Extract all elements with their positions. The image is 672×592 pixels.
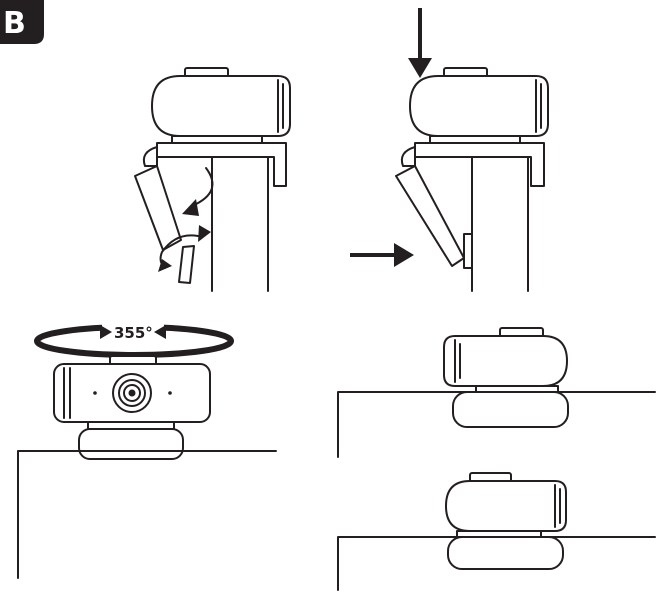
rotate-arrow-left [100,325,112,339]
rotation-degree-label: 355° [114,324,153,342]
webcam-body [445,480,567,532]
fold-arrow-upper [191,167,214,207]
rotate-arrow-right [154,325,166,339]
section-label: B [3,6,26,41]
push-in-arrow [394,243,414,267]
webcam-body [151,75,291,137]
press-down-arrow [408,58,432,78]
panel-rotation: 355° [17,322,277,579]
webcam-body [409,75,549,137]
panel-mount-on-monitor [350,8,549,292]
mic-left [93,391,97,395]
section-badge: B [0,0,44,44]
webcam-base [447,536,564,570]
panel-tabletop-lower [337,472,656,591]
arm-foot [178,245,195,284]
arm-foot [463,233,473,269]
webcam-base [78,428,184,460]
panel-fold-clip [134,67,291,292]
folding-arm [134,165,182,251]
clip-top-plate [156,142,287,187]
webcam-base [452,391,569,428]
desk-surface [17,450,277,579]
mic-right [168,391,172,395]
webcam-body [443,335,568,387]
panel-tabletop-upper [337,327,656,458]
